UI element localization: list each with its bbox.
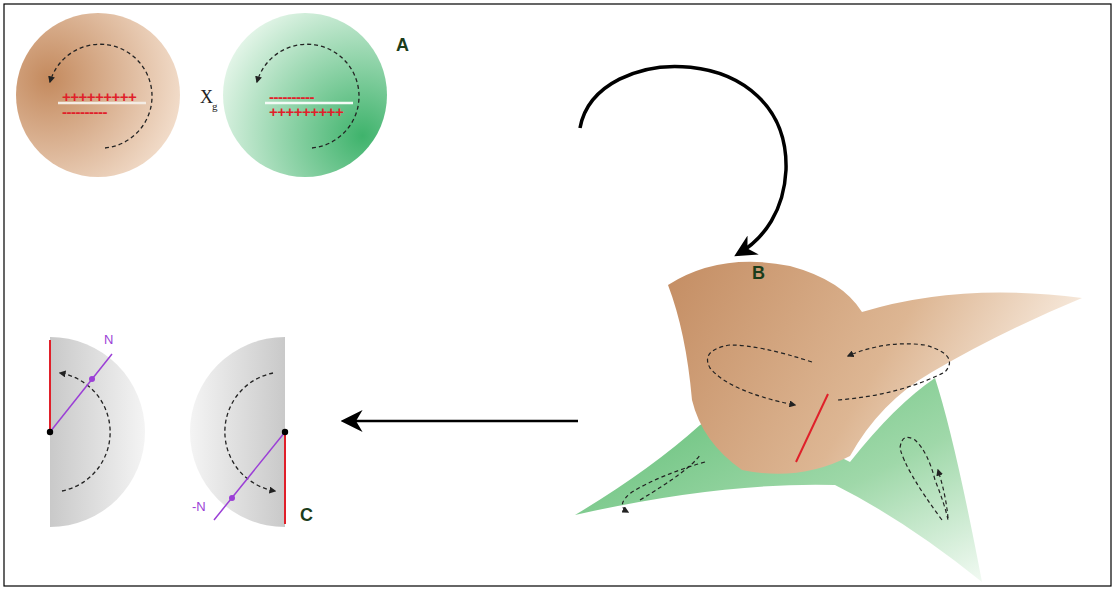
orange-disc (16, 13, 180, 177)
loop-arrow (640, 455, 700, 500)
curved-arrow (580, 66, 786, 254)
branch-cut (284, 432, 286, 524)
loop-arrow (938, 470, 948, 518)
normal-line (50, 354, 112, 432)
panel-letter: B (752, 264, 765, 282)
branch-point (47, 429, 53, 435)
point (89, 376, 95, 382)
orange-sheet (668, 262, 1082, 474)
surface-name: X (200, 88, 213, 106)
normal-vector-label: -N (192, 500, 206, 513)
cut-sign: +++++++++ (62, 89, 136, 104)
loop-arrow (225, 373, 275, 491)
loop-arrow (50, 44, 152, 148)
cut-sign: +++++++++ (269, 104, 343, 119)
normal-vector-label: N (104, 333, 113, 346)
frame (4, 4, 1111, 586)
surface-subscript: g (212, 101, 218, 112)
loop-arrow (60, 373, 110, 491)
straight-arrow (345, 420, 578, 423)
loop-arrow (622, 462, 705, 512)
half-disc (190, 337, 285, 527)
cut-sign: ---------- (62, 104, 107, 119)
normal-line (214, 432, 285, 520)
panel-letter: A (396, 36, 409, 54)
branch-point (282, 429, 288, 435)
loop-arrow (257, 44, 359, 148)
loop-arrow (838, 344, 950, 400)
cut-sign: ---------- (269, 89, 314, 104)
loop-arrow (708, 345, 813, 405)
loop-arrow (900, 437, 948, 520)
point (229, 495, 235, 501)
panel-letter: C (300, 506, 313, 524)
half-disc (50, 337, 145, 527)
branch-cut (796, 394, 828, 462)
branch-cut (49, 340, 51, 432)
green-disc (223, 13, 387, 177)
